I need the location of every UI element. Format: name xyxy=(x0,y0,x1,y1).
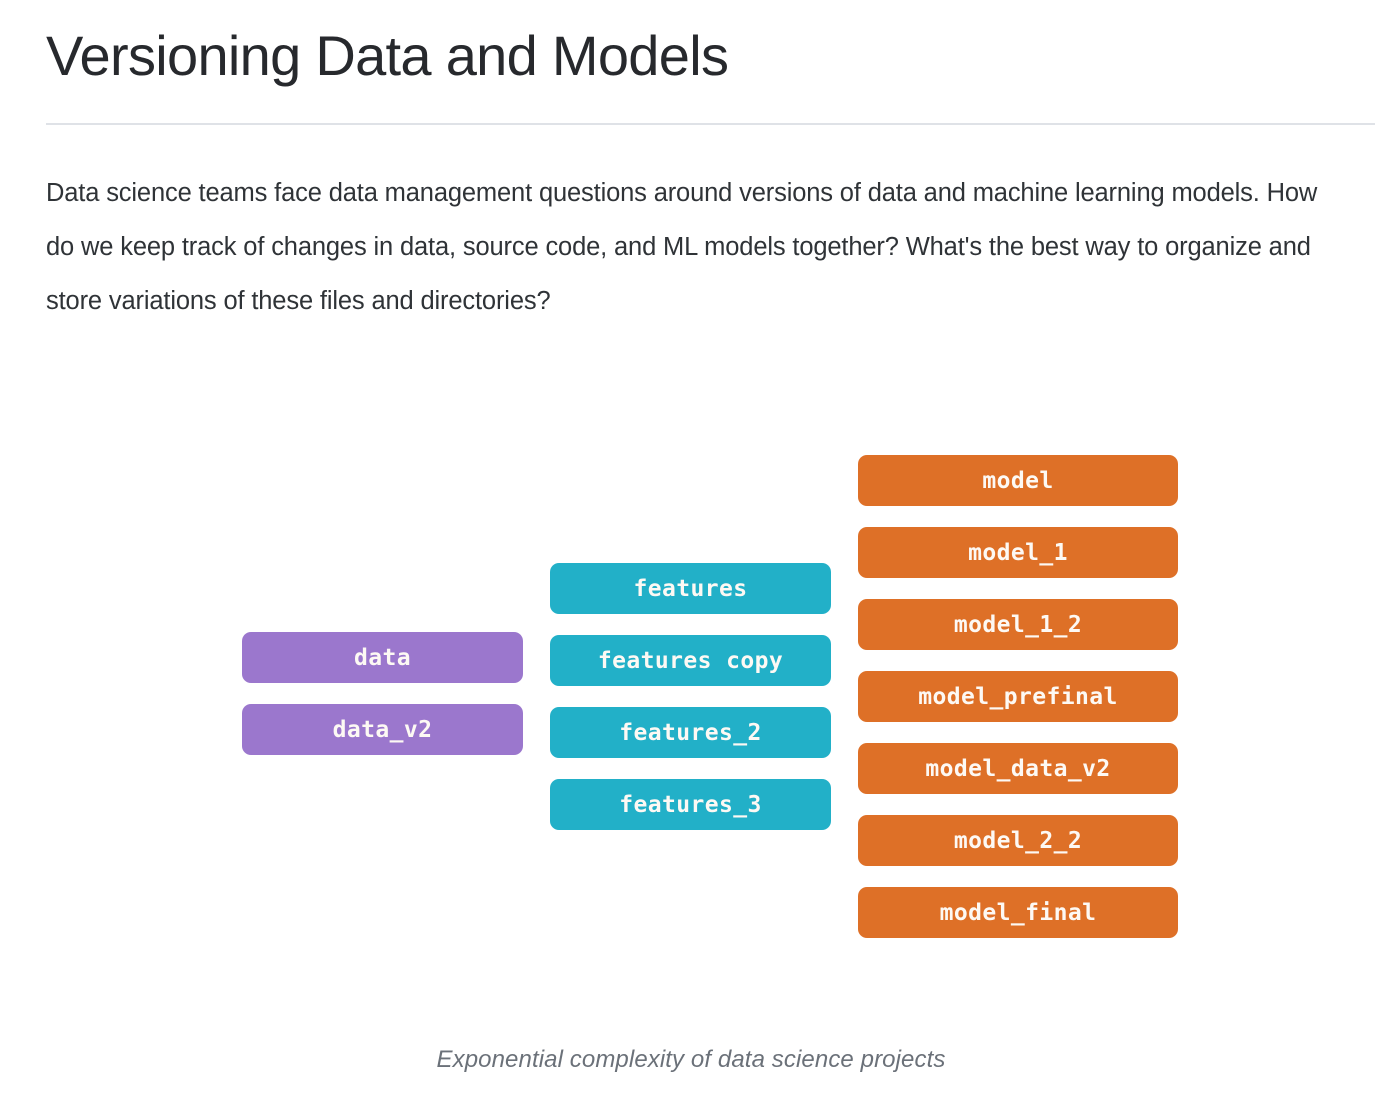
node-box-model-final[interactable]: model_final xyxy=(858,887,1178,938)
node-box-model-data-v2[interactable]: model_data_v2 xyxy=(858,743,1178,794)
node-box-model-2-2[interactable]: model_2_2 xyxy=(858,815,1178,866)
intro-paragraph: Data science teams face data management … xyxy=(46,179,1318,315)
title-divider xyxy=(46,123,1375,125)
node-box-data[interactable]: data xyxy=(242,632,523,683)
node-box-model[interactable]: model xyxy=(858,455,1178,506)
node-box-model-1[interactable]: model_1 xyxy=(858,527,1178,578)
node-box-features[interactable]: features xyxy=(550,563,831,614)
node-box-features-3[interactable]: features_3 xyxy=(550,779,831,830)
page-title: Versioning Data and Models xyxy=(46,24,729,87)
diagram-caption: Exponential complexity of data science p… xyxy=(436,1046,946,1073)
versioning-diagram: data data_v2 features features copy feature… xyxy=(0,430,1382,970)
node-box-model-prefinal[interactable]: model_prefinal xyxy=(858,671,1178,722)
node-box-model-1-2[interactable]: model_1_2 xyxy=(858,599,1178,650)
node-box-features-2[interactable]: features_2 xyxy=(550,707,831,758)
node-box-data-v2[interactable]: data_v2 xyxy=(242,704,523,755)
node-box-features-copy[interactable]: features copy xyxy=(550,635,831,686)
